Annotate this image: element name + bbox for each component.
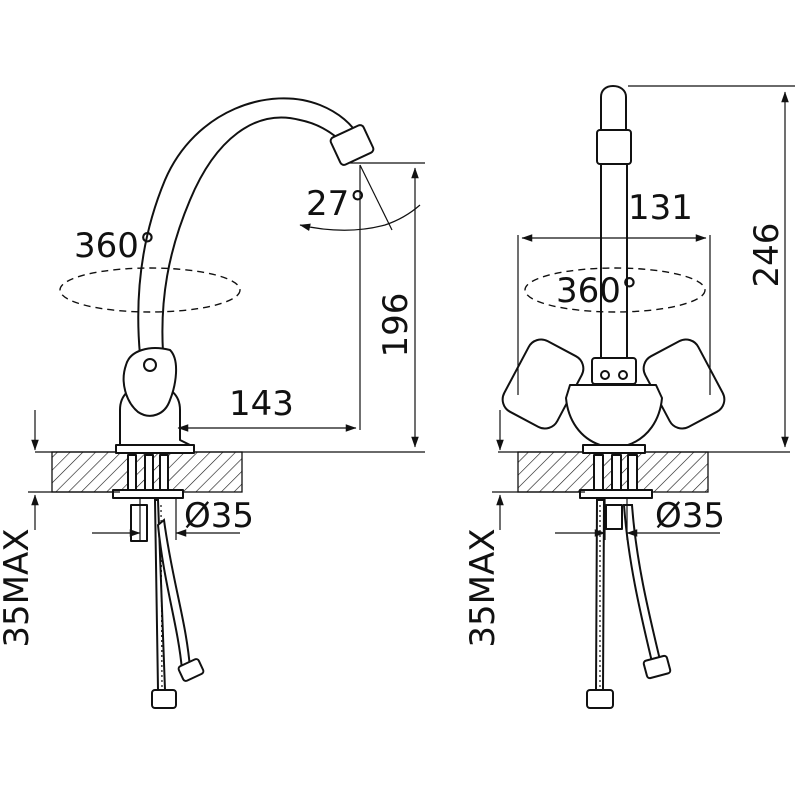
front-spout-pipe xyxy=(600,163,628,360)
front-aerator xyxy=(596,129,632,165)
side-hose-nut-1 xyxy=(151,689,177,709)
side-base-ring xyxy=(115,444,195,454)
front-view: 131 360° 246 Ø35 35MAX xyxy=(463,85,795,709)
front-spout-top xyxy=(600,85,627,131)
front-rotation-label: 360° xyxy=(556,271,638,311)
side-angle-ray xyxy=(359,164,393,231)
side-hose-nut-2 xyxy=(177,658,205,682)
front-body xyxy=(565,384,663,446)
side-rotation-ellipse xyxy=(59,267,241,313)
front-base-ring xyxy=(582,444,646,454)
side-thickness-label: 35MAX xyxy=(0,528,37,647)
side-spout xyxy=(137,97,359,356)
front-width-label: 131 xyxy=(628,188,693,228)
side-aerator xyxy=(329,124,375,166)
front-mount-plate xyxy=(579,489,653,499)
side-lever xyxy=(122,347,177,417)
side-mount-plate xyxy=(112,489,184,499)
side-reach-label: 143 xyxy=(229,384,294,424)
side-rotation-label: 360° xyxy=(74,226,156,266)
front-hoses xyxy=(586,499,672,709)
side-hoses xyxy=(151,499,205,709)
side-height-label: 196 xyxy=(376,293,416,358)
front-hose-nut-1 xyxy=(586,689,614,709)
side-angle-label: 27° xyxy=(306,184,366,224)
side-lever-indicator xyxy=(143,358,157,372)
side-hole-label: Ø35 xyxy=(184,496,254,536)
front-rotation-ellipse xyxy=(524,267,706,313)
side-mount-stud xyxy=(130,504,148,542)
side-angle-arc xyxy=(299,204,421,232)
front-hose-nut-2 xyxy=(642,654,672,680)
front-height-label: 246 xyxy=(747,223,787,288)
side-view: 360° 27° 196 143 Ø35 35MAX xyxy=(0,97,425,709)
front-hole-label: Ø35 xyxy=(655,496,725,536)
front-mount-stud xyxy=(605,504,623,530)
front-thickness-label: 35MAX xyxy=(463,528,503,647)
front-spout-collar xyxy=(591,357,637,385)
